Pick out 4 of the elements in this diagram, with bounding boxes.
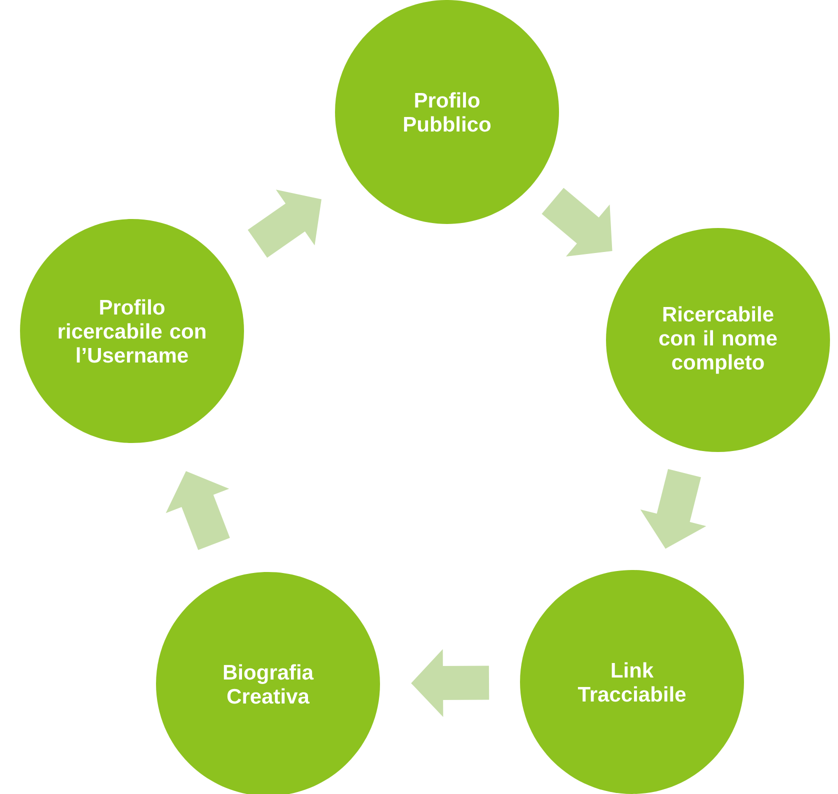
circle-node: Profilo ricercabile con l’Username <box>20 219 244 443</box>
circle-node: Link Tracciabile <box>520 570 744 794</box>
circle-node: Profilo Pubblico <box>335 0 559 224</box>
circle-node: Ricercabile con il nome completo <box>606 228 830 452</box>
